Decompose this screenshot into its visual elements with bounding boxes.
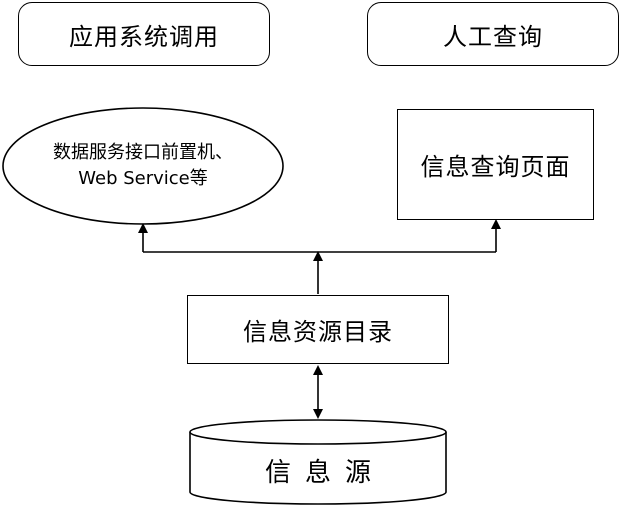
info-source-cylinder [189,432,447,505]
front-machine-label-line2: Web Service等 [78,168,208,189]
app-call-label: 应用系统调用 [69,22,219,51]
manual-query-label: 人工查询 [443,22,543,51]
front-machine-label-line1: 数据服务接口前置机、 [53,142,233,163]
manual-query-node: 人工查询 [367,2,619,66]
app-call-node: 应用系统调用 [18,2,270,66]
front-machine-label: 数据服务接口前置机、 Web Service等 [24,140,262,192]
query-page-label: 信息查询页面 [420,153,571,181]
query-page-node: 信息查询页面 [397,109,594,220]
info-source-label: 信息源 [264,458,385,488]
info-source-cylinder-top [189,419,447,445]
resource-catalog-node: 信息资源目录 [187,295,449,364]
resource-catalog-label: 信息资源目录 [243,318,393,346]
